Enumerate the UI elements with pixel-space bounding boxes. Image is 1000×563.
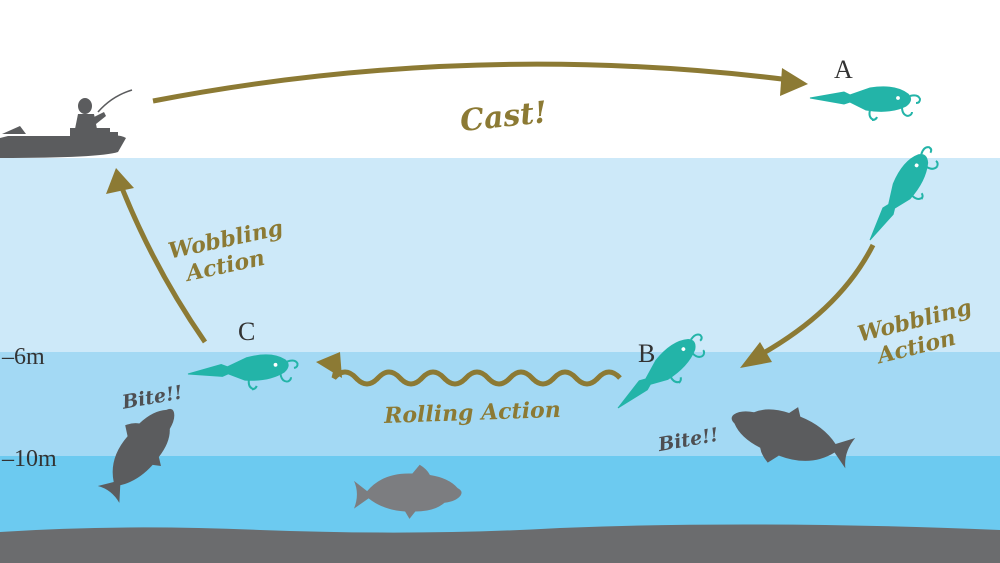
point-b-label: B: [638, 339, 655, 368]
wobbling-arrow-left: [106, 168, 208, 344]
wobbling-arrow-right: [740, 243, 876, 368]
rolling-arrow: [316, 352, 622, 387]
sky: [0, 0, 1000, 158]
cast-arrow: [152, 61, 808, 104]
point-a-label: A: [834, 55, 853, 84]
water-deep-layer: [0, 456, 1000, 536]
depth-6m-label: –6m: [1, 344, 45, 370]
rolling-label: Rolling Action: [383, 397, 562, 429]
point-c-label: C: [238, 317, 255, 346]
angler-in-boat-icon: [0, 89, 133, 158]
water-surface-layer: [0, 158, 1000, 352]
lake-bottom: [0, 524, 1000, 563]
depth-10m-label: –10m: [1, 446, 57, 472]
